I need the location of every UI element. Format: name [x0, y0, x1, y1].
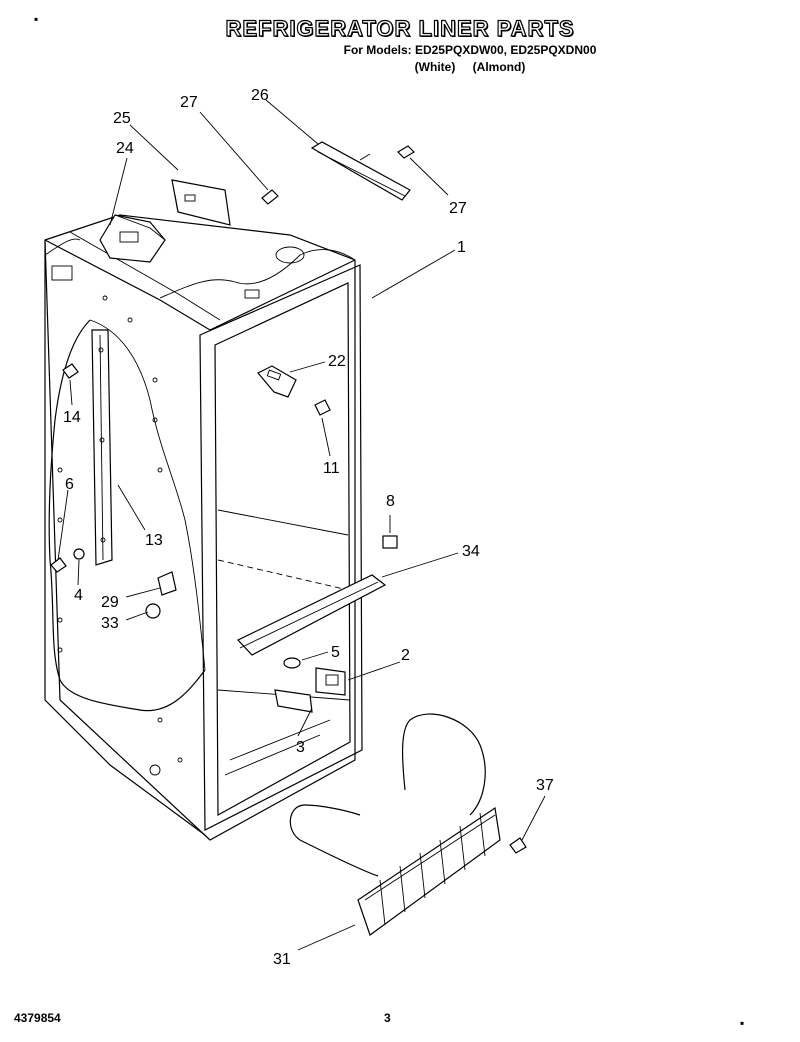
callout-14: 14: [63, 409, 81, 426]
callout-13: 13: [145, 532, 163, 549]
channel-26: [310, 141, 411, 201]
bulb-socket-29: [157, 571, 177, 596]
corner-mark-bottom: ▪: [740, 1016, 745, 1030]
callout-4: 4: [74, 587, 83, 604]
bracket-3: [274, 689, 313, 713]
callout-8: 8: [386, 493, 395, 510]
callout-6: 6: [65, 476, 74, 493]
callout-3: 3: [296, 739, 305, 756]
rail-part-13: [91, 329, 113, 566]
plug-8: [382, 535, 398, 549]
callout-34: 34: [462, 543, 480, 560]
page-number: 3: [384, 1011, 391, 1025]
document-number: 4379854: [14, 1011, 61, 1025]
callout-22: 22: [328, 353, 346, 370]
callout-31: 31: [273, 951, 291, 968]
variants-line: (White) (Almond): [414, 60, 526, 74]
screw-27-left: [261, 189, 279, 205]
corner-mark-top: ▪: [34, 12, 39, 26]
liner-body: [44, 214, 363, 841]
callouts: 1 2 3 4 5 6 8 11 13 14 22 24 25 26 27 27…: [63, 87, 554, 968]
bracket-25: [171, 179, 231, 226]
callout-11: 11: [323, 460, 340, 477]
bracket-22: [257, 365, 297, 398]
washer-4: [73, 548, 85, 560]
leader-lines: [57, 99, 546, 951]
screw-27-right: [397, 145, 415, 159]
screw-11: [314, 399, 331, 416]
callout-37: 37: [536, 777, 554, 794]
callout-5: 5: [331, 644, 340, 661]
bracket-2: [315, 667, 346, 696]
screw-6: [50, 557, 67, 573]
page-title: REFRIGERATOR LINER PARTS: [225, 15, 575, 41]
callout-33: 33: [101, 615, 119, 632]
callout-2: 2: [401, 647, 410, 664]
screw-37: [509, 837, 527, 854]
light-bulb-33: [145, 603, 161, 619]
callout-25: 25: [113, 110, 131, 127]
callout-26: 26: [251, 87, 269, 104]
callout-27-right: 27: [449, 200, 467, 217]
control-housing-24: [99, 214, 166, 263]
models-line: For Models: ED25PQXDW00, ED25PQXDN00: [343, 43, 597, 57]
callout-1: 1: [457, 239, 466, 256]
clip-5: [283, 657, 301, 669]
callout-24: 24: [116, 140, 134, 157]
pan-31: [289, 713, 501, 936]
callout-27-top-left: 27: [180, 94, 198, 111]
callout-29: 29: [101, 594, 119, 611]
screw-14: [62, 363, 79, 379]
shelf-support-34: [237, 574, 387, 656]
